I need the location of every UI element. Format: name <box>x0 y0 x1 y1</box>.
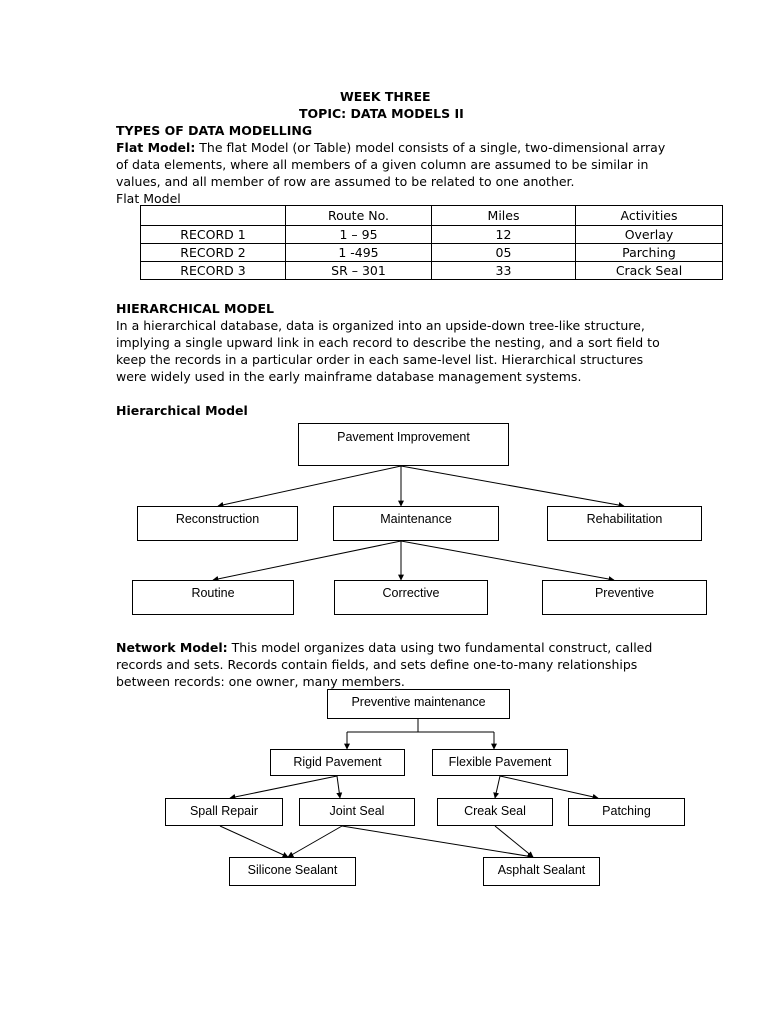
node-label: Pavement Improvement <box>337 430 470 444</box>
table-row: RECORD 3 SR – 301 33 Crack Seal <box>140 261 723 280</box>
node-creak-seal: Creak Seal <box>437 798 553 826</box>
table-cell: Crack Seal <box>575 261 723 280</box>
flat-paragraph-line1: Flat Model: The flat Model (or Table) mo… <box>116 139 665 156</box>
network-paragraph-line2: records and sets. Records contain fields… <box>116 657 638 672</box>
network-lines-1 <box>344 719 497 750</box>
node-maintenance: Maintenance <box>333 506 499 541</box>
node-label: Maintenance <box>380 512 452 526</box>
node-label: Creak Seal <box>464 804 526 818</box>
table-cell: 1 – 95 <box>285 225 432 244</box>
network-paragraph-line1: Network Model: This model organizes data… <box>116 639 652 656</box>
node-label: Preventive <box>594 586 655 600</box>
node-label: Rigid Pavement <box>293 755 382 769</box>
table-cell: SR – 301 <box>285 261 432 280</box>
node-preventive-maintenance: Preventive maintenance <box>327 689 510 719</box>
node-label: Rehabilitation <box>586 512 663 526</box>
flat-paragraph-line3: values, and all member of row are assume… <box>116 174 575 189</box>
node-rehabilitation: Rehabilitation <box>547 506 702 541</box>
node-label: Corrective <box>382 586 440 600</box>
flat-term: Flat Model: <box>116 140 196 155</box>
network-term: Network Model: <box>116 640 228 655</box>
network-line1-text: This model organizes data using two fund… <box>227 640 653 655</box>
node-label: Flexible Pavement <box>448 755 552 769</box>
node-label: Silicone Sealant <box>247 863 338 877</box>
hierarchy-lines-2 <box>212 540 615 582</box>
table-cell: RECORD 2 <box>140 243 286 262</box>
node-flexible-pavement: Flexible Pavement <box>432 749 568 776</box>
node-patching: Patching <box>568 798 685 826</box>
hierarchical-line4: were widely used in the early mainframe … <box>116 369 582 384</box>
node-label: Spall Repair <box>189 804 259 818</box>
node-preventive: Preventive <box>542 580 707 615</box>
node-label: Preventive maintenance <box>351 695 486 709</box>
node-reconstruction: Reconstruction <box>137 506 298 541</box>
table-row: RECORD 1 1 – 95 12 Overlay <box>140 225 723 244</box>
network-lines-3 <box>219 825 534 860</box>
hierarchical-line3: keep the records in a particular order i… <box>116 352 644 367</box>
network-lines-2 <box>229 775 599 800</box>
topic-title: TOPIC: DATA MODELS II <box>299 106 464 121</box>
node-asphalt-sealant: Asphalt Sealant <box>483 857 600 886</box>
node-spall-repair: Spall Repair <box>165 798 283 826</box>
table-header-cell: Route No. <box>285 205 432 226</box>
table-cell: RECORD 3 <box>140 261 286 280</box>
flat-caption: Flat Model <box>116 191 181 206</box>
node-label: Patching <box>602 804 651 818</box>
hierarchy-lines-1 <box>217 465 625 508</box>
hierarchical-line2: implying a single upward link in each re… <box>116 335 660 350</box>
hierarchical-heading: HIERARCHICAL MODEL <box>116 301 274 316</box>
week-title: WEEK THREE <box>340 89 431 104</box>
network-paragraph-line3: between records: one owner, many members… <box>116 674 405 689</box>
node-label: Reconstruction <box>175 512 260 526</box>
types-heading: TYPES OF DATA MODELLING <box>116 123 313 138</box>
node-pavement-improvement: Pavement Improvement <box>298 423 509 466</box>
node-silicone-sealant: Silicone Sealant <box>229 857 356 886</box>
table-cell: 33 <box>431 261 576 280</box>
node-joint-seal: Joint Seal <box>299 798 415 826</box>
flat-line1-text: The flat Model (or Table) model consists… <box>195 140 666 155</box>
node-routine: Routine <box>132 580 294 615</box>
table-row: RECORD 2 1 -495 05 Parching <box>140 243 723 262</box>
flat-model-table: Route No. Miles Activities RECORD 1 1 – … <box>140 205 723 280</box>
flat-paragraph-line2: of data elements, where all members of a… <box>116 157 649 172</box>
node-rigid-pavement: Rigid Pavement <box>270 749 405 776</box>
node-label: Asphalt Sealant <box>497 863 586 877</box>
hierarchical-caption: Hierarchical Model <box>116 403 248 418</box>
node-label: Routine <box>191 586 235 600</box>
node-label: Joint Seal <box>329 804 385 818</box>
node-corrective: Corrective <box>334 580 488 615</box>
hierarchical-line1: In a hierarchical database, data is orga… <box>116 318 645 333</box>
